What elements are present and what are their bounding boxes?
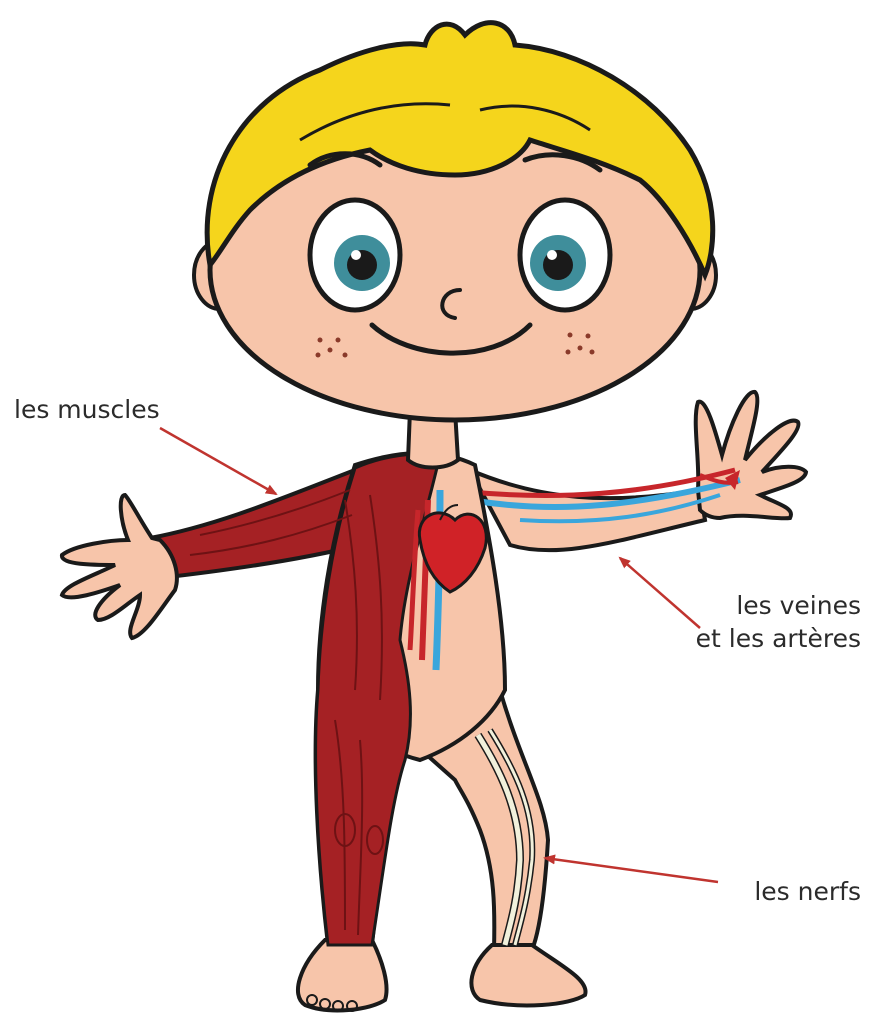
label-nerfs-text: les nerfs xyxy=(754,876,861,909)
feet xyxy=(298,940,586,1011)
label-nerfs: les nerfs xyxy=(754,876,861,909)
arrow-veines xyxy=(620,558,700,628)
arrow-nerfs xyxy=(545,858,718,882)
label-veines-line1: les veines xyxy=(696,590,861,623)
label-muscles-text: les muscles xyxy=(14,394,160,427)
label-veines-arteres: les veines et les artères xyxy=(696,590,861,655)
left-arm xyxy=(62,470,360,638)
head xyxy=(194,23,716,420)
arrow-muscles xyxy=(160,428,276,494)
label-muscles: les muscles xyxy=(14,394,160,427)
label-veines-line2: et les artères xyxy=(696,623,861,656)
